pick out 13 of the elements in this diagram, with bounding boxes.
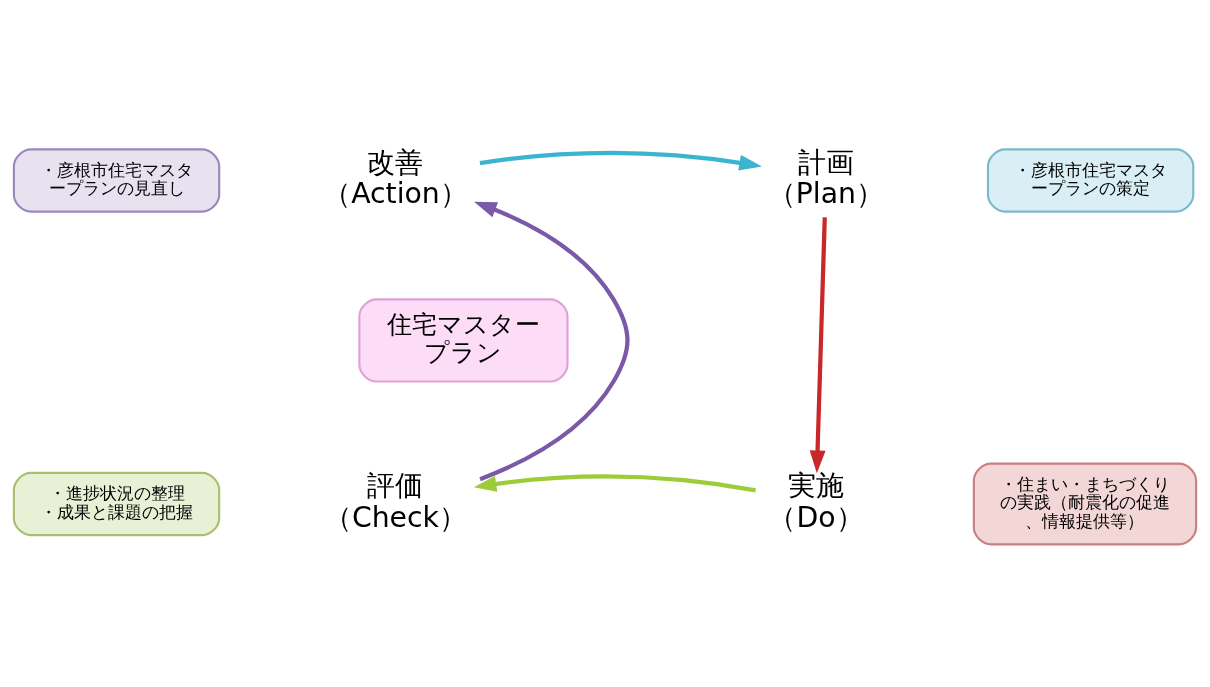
node-box: 住宅マスタープラン: [358, 297, 569, 383]
node-box: ・彦根市住宅マスタープランの見直し: [12, 147, 221, 213]
node-box: ・住まい・まちづくりの実践（耐震化の促進、情報提供等）: [972, 462, 1198, 545]
arrow: [473, 473, 756, 492]
arrow: [479, 150, 762, 171]
arrow: [474, 201, 630, 481]
arrow: [809, 216, 827, 473]
node-text: 実施 （Do）: [768, 468, 864, 534]
node-box: ・彦根市住宅マスタープランの策定: [986, 147, 1195, 213]
node-text: 計画 （Plan）: [767, 145, 884, 210]
node-box: ・進捗状況の整理 ・成果と課題の把握: [12, 471, 221, 536]
node-text: 評価 （Check）: [323, 468, 467, 534]
node-text: 改善 （Action）: [323, 145, 468, 210]
